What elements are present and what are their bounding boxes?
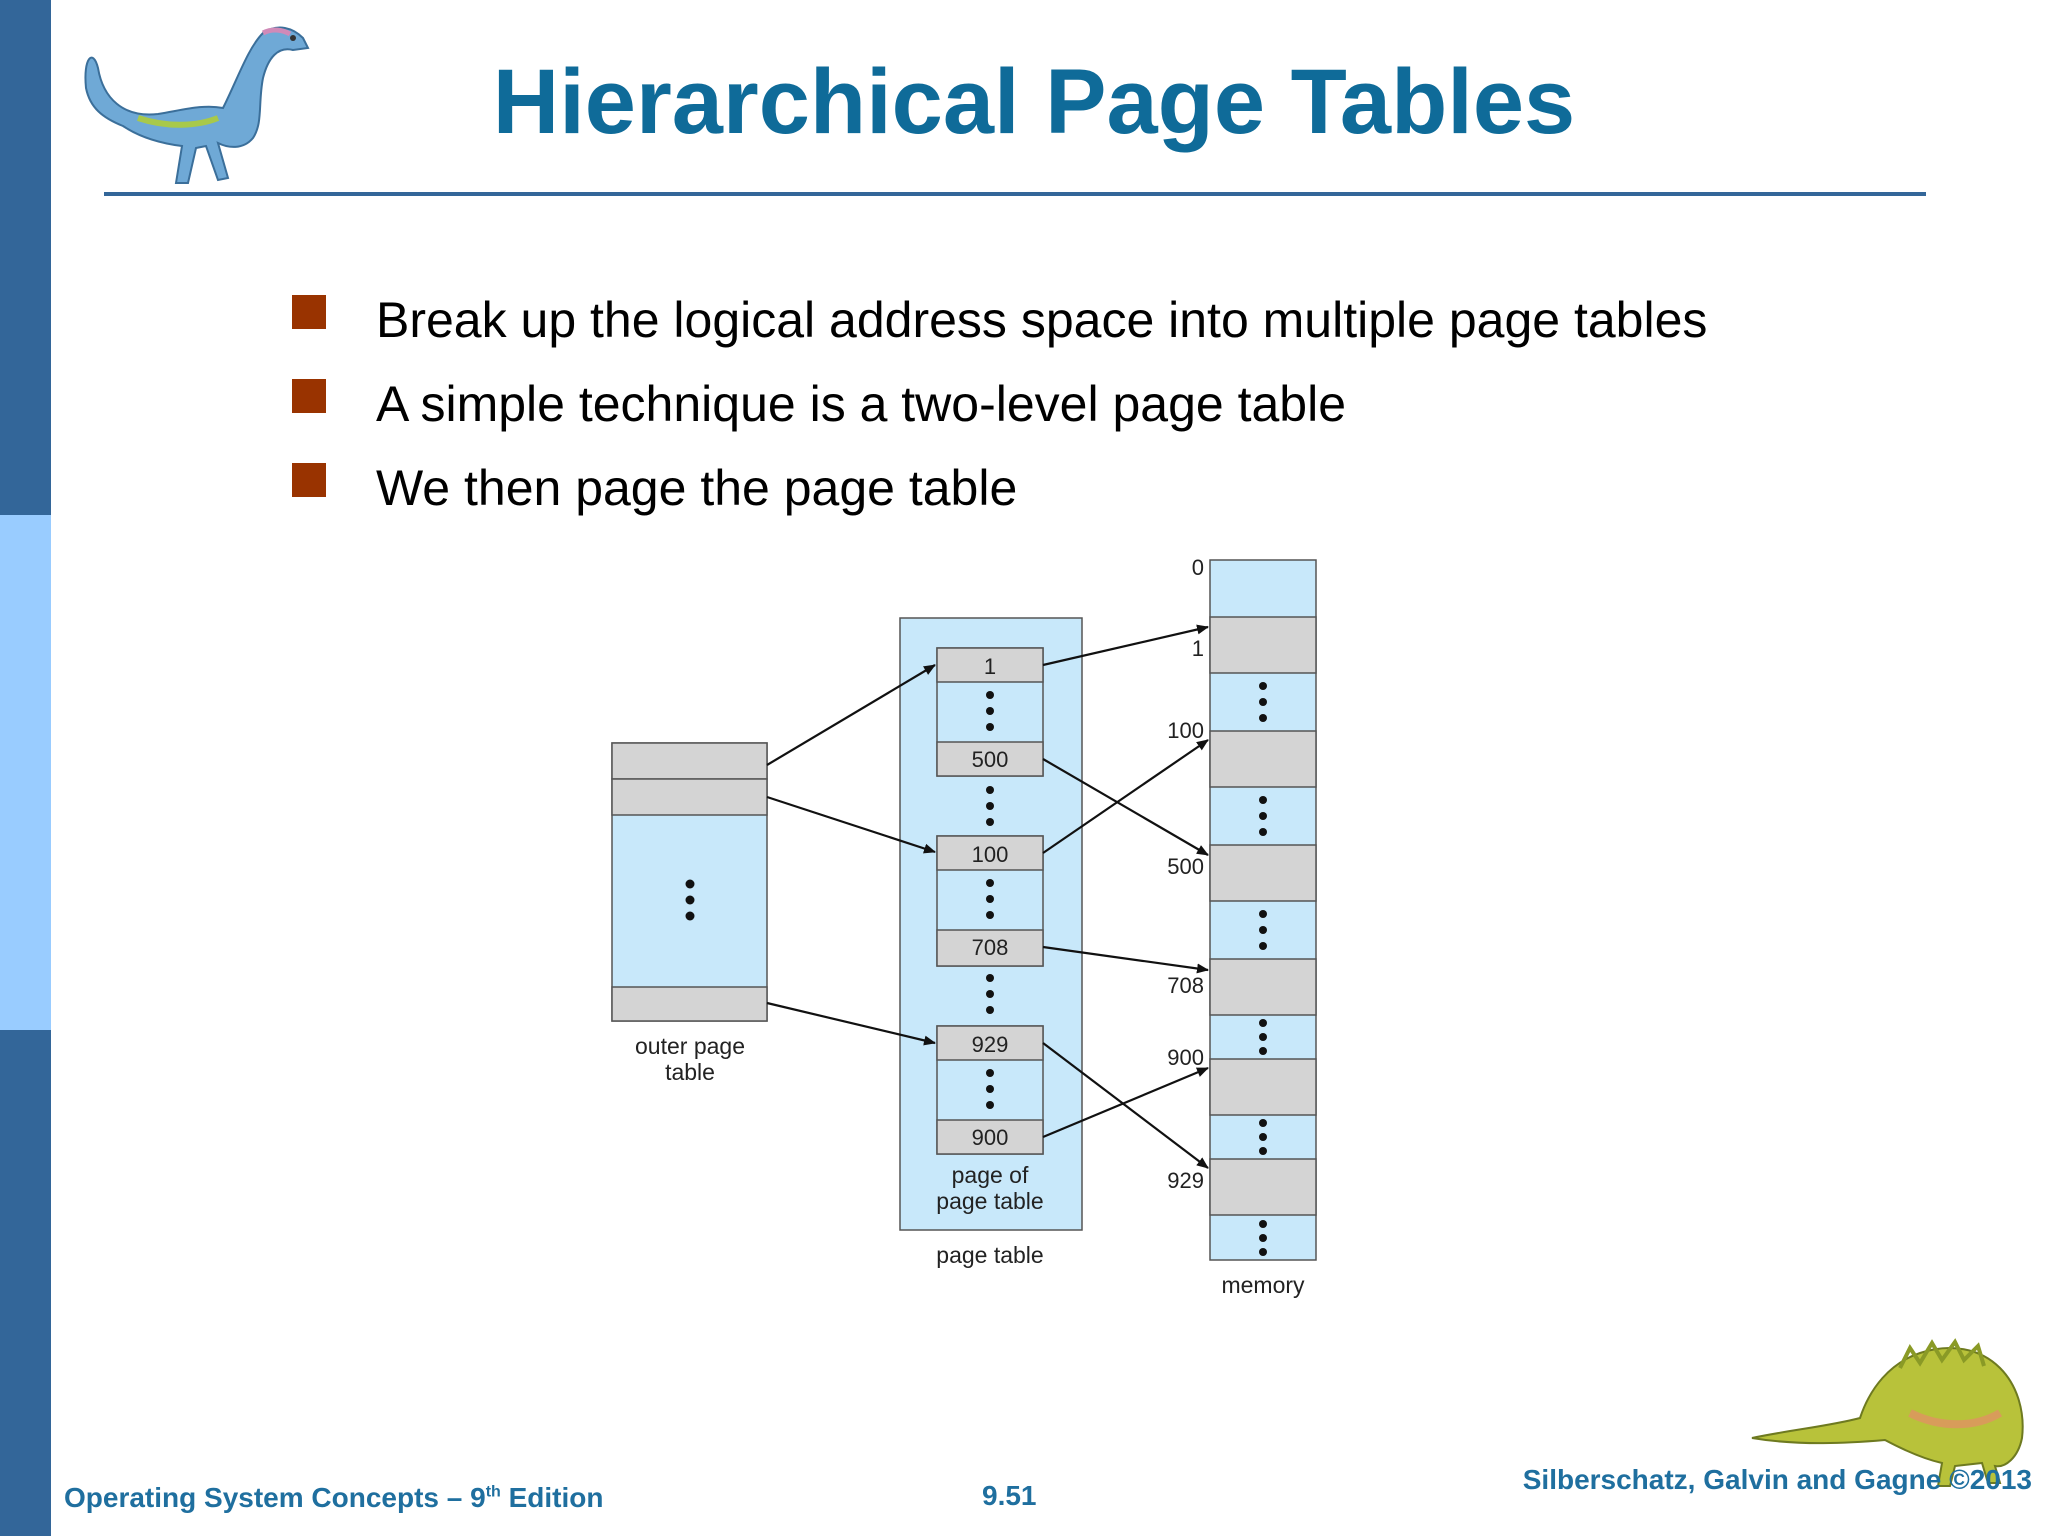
dinosaur-footer-icon <box>1751 1338 2024 1487</box>
ellipsis-icon <box>986 1069 994 1109</box>
arrow-entry929-to-mem929 <box>1042 1042 1209 1169</box>
arrow-entry1-to-mem1 <box>1042 624 1209 667</box>
sidebar-top <box>0 0 51 515</box>
memory-address-929: 929 <box>1167 1168 1204 1193</box>
ellipsis-icon <box>986 879 994 919</box>
arrow-outer-to-page2 <box>766 795 936 854</box>
bullet-text: We then page the page table <box>376 460 1018 516</box>
memory: 0 1 100 500 708 900 929 memory <box>1167 555 1317 1298</box>
memory-address-500: 500 <box>1167 854 1204 879</box>
outer-table-label-line2: table <box>665 1059 715 1085</box>
arrow-outer-to-page3 <box>766 1001 936 1046</box>
memory-address-100: 100 <box>1167 718 1204 743</box>
outer-table-label-line1: outer page <box>635 1033 745 1059</box>
arrow-entry100-to-mem100 <box>1042 739 1209 854</box>
page-entry-500: 500 <box>972 747 1009 772</box>
page-entry-900: 900 <box>972 1125 1009 1150</box>
ellipsis-icon <box>685 879 695 921</box>
page-number: 9.51 <box>982 1480 1037 1511</box>
ellipsis-icon <box>1259 682 1267 722</box>
ellipsis-icon <box>986 691 994 731</box>
footer-title-tail: Edition <box>500 1482 604 1513</box>
page-entry-1: 1 <box>984 654 996 679</box>
footer-authors: Silberschatz, Galvin and Gagne ©2013 <box>1522 1464 2032 1495</box>
arrow-outer-to-page1 <box>766 664 936 766</box>
bullet-item: Break up the logical address space into … <box>292 278 1707 362</box>
arrow-entry900-to-mem900 <box>1042 1066 1209 1139</box>
memory-address-0: 0 <box>1192 555 1204 580</box>
square-bullet-icon <box>292 463 326 497</box>
page-table-label: page table <box>936 1242 1043 1268</box>
memory-address-1: 1 <box>1192 636 1204 661</box>
memory-address-900: 900 <box>1167 1045 1204 1070</box>
bullet-item: We then page the page table <box>292 446 1707 530</box>
bullet-item: A simple technique is a two-level page t… <box>292 362 1707 446</box>
ellipsis-icon <box>1259 910 1267 950</box>
page-entry-100: 100 <box>972 842 1009 867</box>
page-of-page-table-label-line1: page of <box>952 1162 1029 1188</box>
memory-label: memory <box>1221 1272 1305 1298</box>
ellipsis-icon <box>1259 1019 1267 1055</box>
arrow-entry500-to-mem500 <box>1042 758 1209 856</box>
page-entry-708: 708 <box>972 935 1009 960</box>
memory-address-708: 708 <box>1167 973 1204 998</box>
ellipsis-icon <box>1259 796 1267 836</box>
page-table: 1 500 100 708 929 900 page of page table… <box>899 617 1083 1268</box>
arrow-entry708-to-mem708 <box>1042 945 1209 974</box>
footer-title-main: Operating System Concepts – 9 <box>64 1482 486 1513</box>
sidebar-bottom <box>0 1030 51 1536</box>
dinosaur-logo-icon <box>84 26 310 184</box>
page-entry-929: 929 <box>972 1032 1009 1057</box>
outer-page-table: outer page table <box>611 742 768 1085</box>
page-title: Hierarchical Page Tables <box>492 51 1576 153</box>
square-bullet-icon <box>292 379 326 413</box>
ellipsis-icon <box>1259 1119 1267 1155</box>
ellipsis-icon <box>1259 1220 1267 1256</box>
sidebar-middle <box>0 515 51 1030</box>
page-of-page-table-label-line2: page table <box>936 1188 1043 1214</box>
square-bullet-icon <box>292 295 326 329</box>
bullet-list: Break up the logical address space into … <box>292 278 1707 530</box>
title-divider <box>104 192 1926 196</box>
ellipsis-icon <box>986 974 994 1014</box>
footer-title-sup: th <box>485 1483 501 1501</box>
mapping-arrows <box>766 624 1209 1169</box>
bullet-text: Break up the logical address space into … <box>376 292 1708 348</box>
ellipsis-icon <box>986 786 994 826</box>
footer-course-title: Operating System Concepts – 9th Edition <box>64 1482 603 1514</box>
bullet-text: A simple technique is a two-level page t… <box>376 376 1347 432</box>
